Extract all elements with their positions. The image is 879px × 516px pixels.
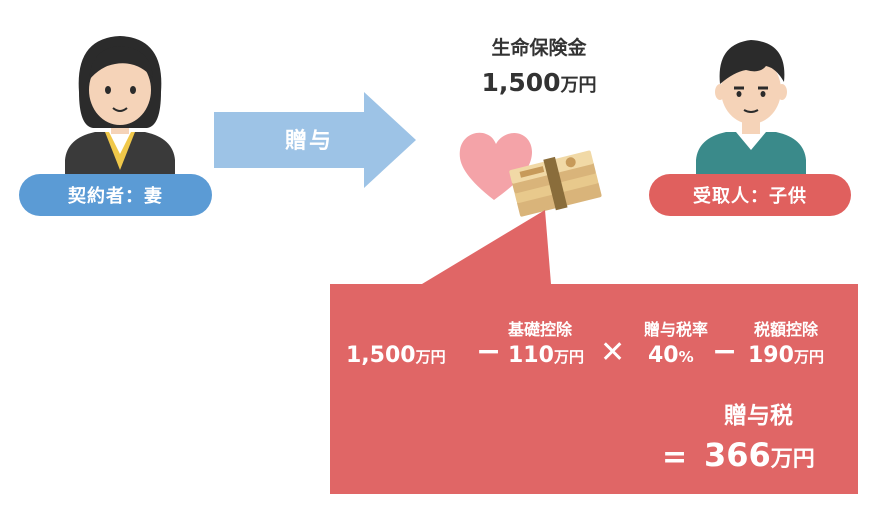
term2-unit: 万円 bbox=[553, 348, 584, 366]
insurance-title: 生命保険金 bbox=[491, 37, 587, 59]
equals-sign: = bbox=[662, 440, 688, 475]
minus-operator-2: − bbox=[712, 334, 738, 369]
tax-rate-label: 贈与税率 bbox=[644, 320, 709, 339]
minus-operator-1: − bbox=[476, 334, 502, 369]
times-operator: ✕ bbox=[600, 335, 626, 370]
tax-credit-label: 税額控除 bbox=[754, 320, 819, 339]
term2: 110万円 bbox=[508, 343, 584, 368]
heart-money-icon bbox=[459, 132, 602, 217]
result-unit: 万円 bbox=[770, 447, 815, 472]
gift-arrow bbox=[214, 92, 416, 188]
term1-unit: 万円 bbox=[415, 348, 446, 366]
insurance-amount-unit: 万円 bbox=[560, 75, 597, 96]
term2-value: 110 bbox=[508, 343, 554, 368]
contractor-label: 契約者：妻 bbox=[68, 186, 163, 207]
result: 366万円 bbox=[704, 436, 815, 474]
contractor-badge: 契約者：妻 bbox=[19, 174, 212, 216]
deduction-basic-label: 基礎控除 bbox=[508, 320, 573, 339]
term4-value: 190 bbox=[748, 343, 794, 368]
gift-label: 贈与 bbox=[284, 129, 333, 154]
term3: 40% bbox=[648, 343, 694, 368]
insurance-amount: 1,500万円 bbox=[449, 68, 629, 97]
term1: 1,500万円 bbox=[346, 343, 446, 368]
term1-value: 1,500 bbox=[346, 343, 416, 368]
result-value: 366 bbox=[704, 436, 771, 474]
receiver-label: 受取人：子供 bbox=[693, 186, 807, 207]
result-label: 贈与税 bbox=[724, 403, 793, 429]
term3-value: 40 bbox=[648, 343, 679, 368]
term4-unit: 万円 bbox=[793, 348, 824, 366]
child-figure bbox=[696, 40, 806, 180]
term3-unit: % bbox=[678, 348, 694, 366]
term4: 190万円 bbox=[748, 343, 824, 368]
insurance-amount-value: 1,500 bbox=[481, 68, 561, 97]
receiver-badge: 受取人：子供 bbox=[649, 174, 851, 216]
wife-figure bbox=[65, 36, 175, 180]
